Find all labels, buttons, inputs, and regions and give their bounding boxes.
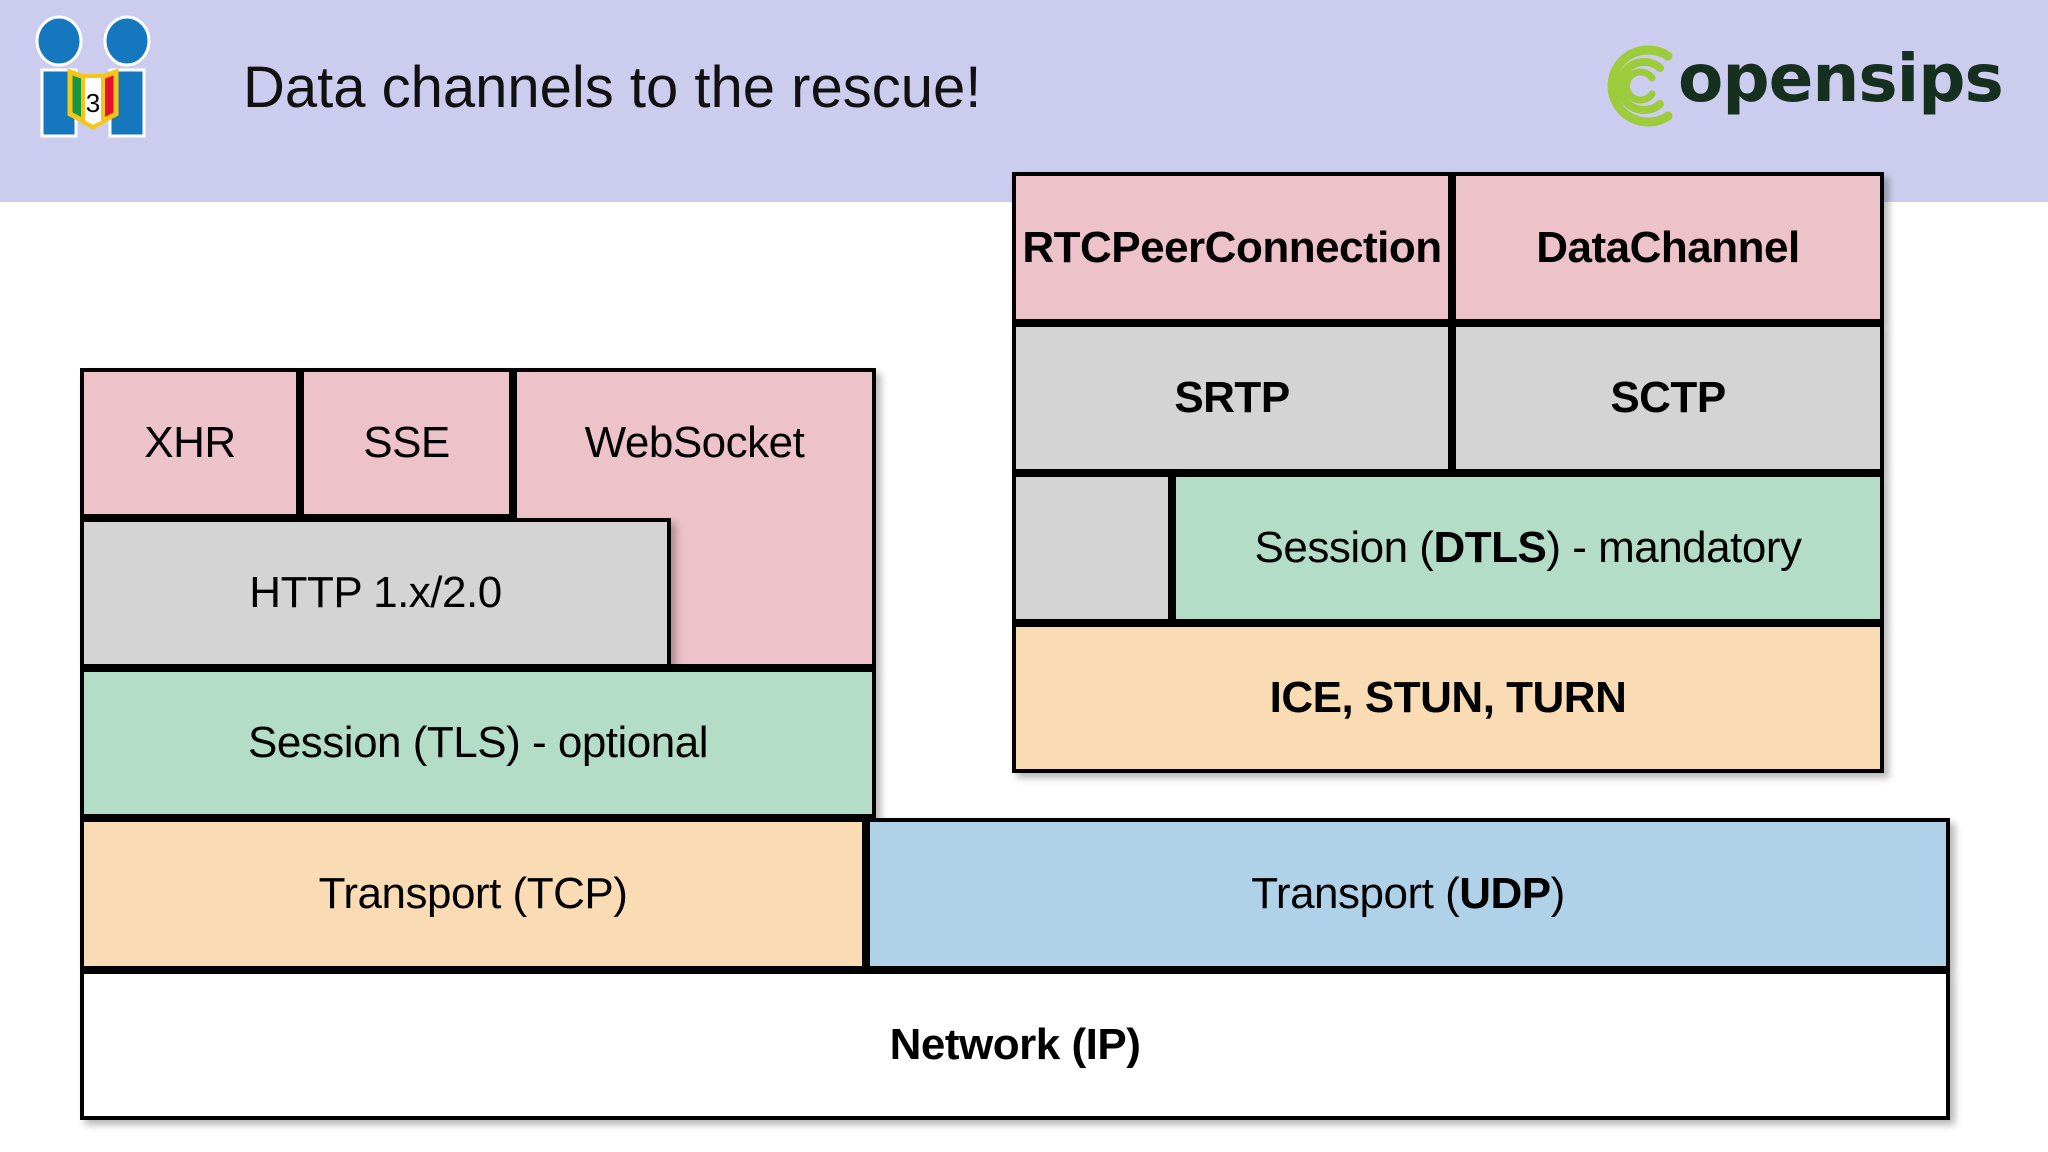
- event-logo: 3: [26, 14, 176, 144]
- block-ice-stun-turn: ICE, STUN, TURN: [1012, 623, 1884, 773]
- block-http: HTTP 1.x/2.0: [80, 518, 671, 668]
- block-sctp: SCTP: [1452, 323, 1884, 473]
- figure-head-right: [103, 15, 151, 67]
- opensips-logo: opensips: [1600, 36, 2004, 136]
- block-transport-udp: Transport (UDP): [866, 818, 1950, 970]
- block-datachannel: DataChannel: [1452, 172, 1884, 323]
- figure-head-left: [35, 15, 83, 67]
- protocol-stack-diagram: RTCPeerConnection DataChannel SRTP SCTP …: [0, 172, 2048, 1152]
- block-srtp: SRTP: [1012, 323, 1452, 473]
- block-rtcpeerconnection: RTCPeerConnection: [1012, 172, 1452, 323]
- slide-header: 3 Data channels to the rescue! opensips: [0, 0, 2048, 205]
- block-xhr: XHR: [80, 368, 300, 518]
- block-sse: SSE: [300, 368, 513, 518]
- badge-number: 3: [86, 88, 100, 118]
- opensips-wordmark: opensips: [1678, 40, 2004, 117]
- block-session-tls: Session (TLS) - optional: [80, 668, 876, 818]
- block-srtp-filler: [1012, 473, 1172, 623]
- block-network-ip: Network (IP): [80, 970, 1950, 1120]
- flag-book-icon: [67, 68, 119, 131]
- block-session-dtls: Session (DTLS) - mandatory: [1172, 473, 1884, 623]
- opensips-spiral-icon: [1607, 45, 1673, 127]
- block-transport-tcp: Transport (TCP): [80, 818, 866, 970]
- page-title: Data channels to the rescue!: [243, 55, 982, 120]
